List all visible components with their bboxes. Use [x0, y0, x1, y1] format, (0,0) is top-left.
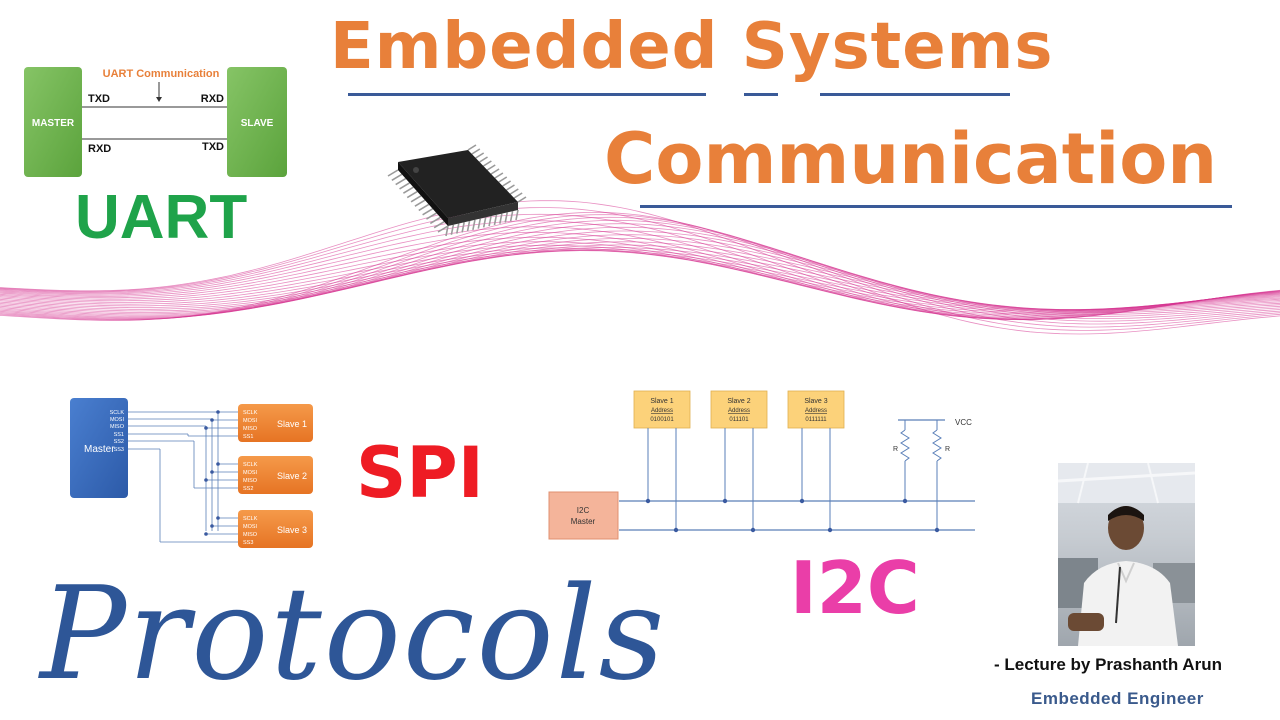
microchip-icon: [387, 144, 527, 237]
uart-master-label: MASTER: [32, 118, 75, 129]
i2c-resistor: R: [893, 420, 910, 504]
spi-slave-pin: MOSI: [243, 418, 258, 424]
i2c-master-block: [548, 491, 619, 540]
i2c-slave: Slave 1 Address 0100101: [633, 390, 691, 533]
spi-slave-pin: SS2: [243, 486, 253, 492]
spi-master-pin: SS3: [114, 447, 124, 453]
title-line2: Communication: [604, 118, 1218, 200]
spi-master-pin: SS1: [114, 432, 124, 438]
spi-slave-pin: SCLK: [243, 462, 258, 468]
author-photo: [1058, 463, 1195, 646]
spi-label: SPI: [356, 432, 484, 514]
title-underline-3: [820, 93, 1010, 96]
i2c-vcc-label: VCC: [955, 418, 972, 427]
spi-slave: Slave 3 SCLK MOSI MISO SS3: [238, 510, 313, 548]
i2c-master-line2: Master: [571, 517, 596, 526]
spi-slave-name: Slave 2: [277, 471, 307, 481]
spi-slave-pin: SS3: [243, 540, 253, 546]
uart-slave-rxd: RXD: [201, 93, 224, 105]
uart-diagram: MASTER SLAVE UART Communication TXD RXD …: [24, 67, 287, 177]
spi-master-label: Master: [84, 444, 115, 455]
spi-master-pin: MOSI: [110, 417, 125, 423]
i2c-resistor-label: R: [945, 446, 950, 453]
spi-slave-pin: MOSI: [243, 470, 258, 476]
i2c-resistor: R: [932, 420, 950, 533]
i2c-address-label: Address: [651, 408, 673, 414]
spi-master-pin: MISO: [110, 424, 125, 430]
spi-master-pin: SS2: [114, 439, 124, 445]
spi-slave-pin: MISO: [243, 532, 258, 538]
i2c-slave-name: Slave 2: [727, 398, 750, 405]
author-role: Embedded Engineer: [1031, 689, 1204, 708]
i2c-diagram: I2C Master Slave 1 Address 0100101 Slave 2 A…: [548, 390, 975, 540]
uart-master-rxd: RXD: [88, 143, 111, 155]
spi-slave-pin: MOSI: [243, 524, 258, 530]
uart-master-txd: TXD: [88, 93, 110, 105]
i2c-slave-address: 0111111: [805, 417, 827, 423]
spi-master-block: [70, 398, 128, 498]
spi-slave: Slave 1 SCLK MOSI MISO SS1: [238, 404, 313, 442]
i2c-slave: Slave 3 Address 0111111: [787, 390, 845, 533]
title-line1: Embedded Systems: [330, 10, 1054, 84]
spi-slave-name: Slave 1: [277, 419, 307, 429]
uart-label: UART: [75, 183, 248, 252]
spi-slave-pin: MISO: [243, 478, 258, 484]
spi-slave-pin: SCLK: [243, 516, 258, 522]
spi-master-pin: SCLK: [110, 410, 125, 416]
spi-slave-pin: SCLK: [243, 410, 258, 416]
i2c-slave-address: 011101: [729, 417, 749, 423]
spi-slave-pin: SS1: [243, 434, 253, 440]
spi-slave: Slave 2 SCLK MOSI MISO SS2: [238, 456, 313, 494]
i2c-slave: Slave 2 Address 011101: [710, 390, 768, 533]
title-underline-4: [640, 205, 1232, 208]
title-underline-2: [744, 93, 778, 96]
uart-master-block: [24, 67, 82, 177]
i2c-slave-address: 0100101: [650, 417, 674, 423]
i2c-master-line1: I2C: [577, 506, 590, 515]
title-word3: Protocols: [40, 560, 667, 709]
uart-slave-block: [227, 67, 287, 177]
uart-slave-label: SLAVE: [241, 118, 274, 129]
spi-slave-pin: MISO: [243, 426, 258, 432]
i2c-address-label: Address: [805, 408, 827, 414]
i2c-resistor-label: R: [893, 446, 898, 453]
i2c-label: I2C: [790, 546, 920, 630]
i2c-slave-name: Slave 3: [804, 398, 827, 405]
i2c-slave-name: Slave 1: [650, 398, 673, 405]
uart-slave-txd: TXD: [202, 141, 224, 153]
spi-slave-name: Slave 3: [277, 525, 307, 535]
title-underline-1: [348, 93, 706, 96]
uart-caption: UART Communication: [103, 68, 220, 80]
author-lecture: - Lecture by Prashanth Arun: [994, 655, 1222, 674]
i2c-address-label: Address: [728, 408, 750, 414]
